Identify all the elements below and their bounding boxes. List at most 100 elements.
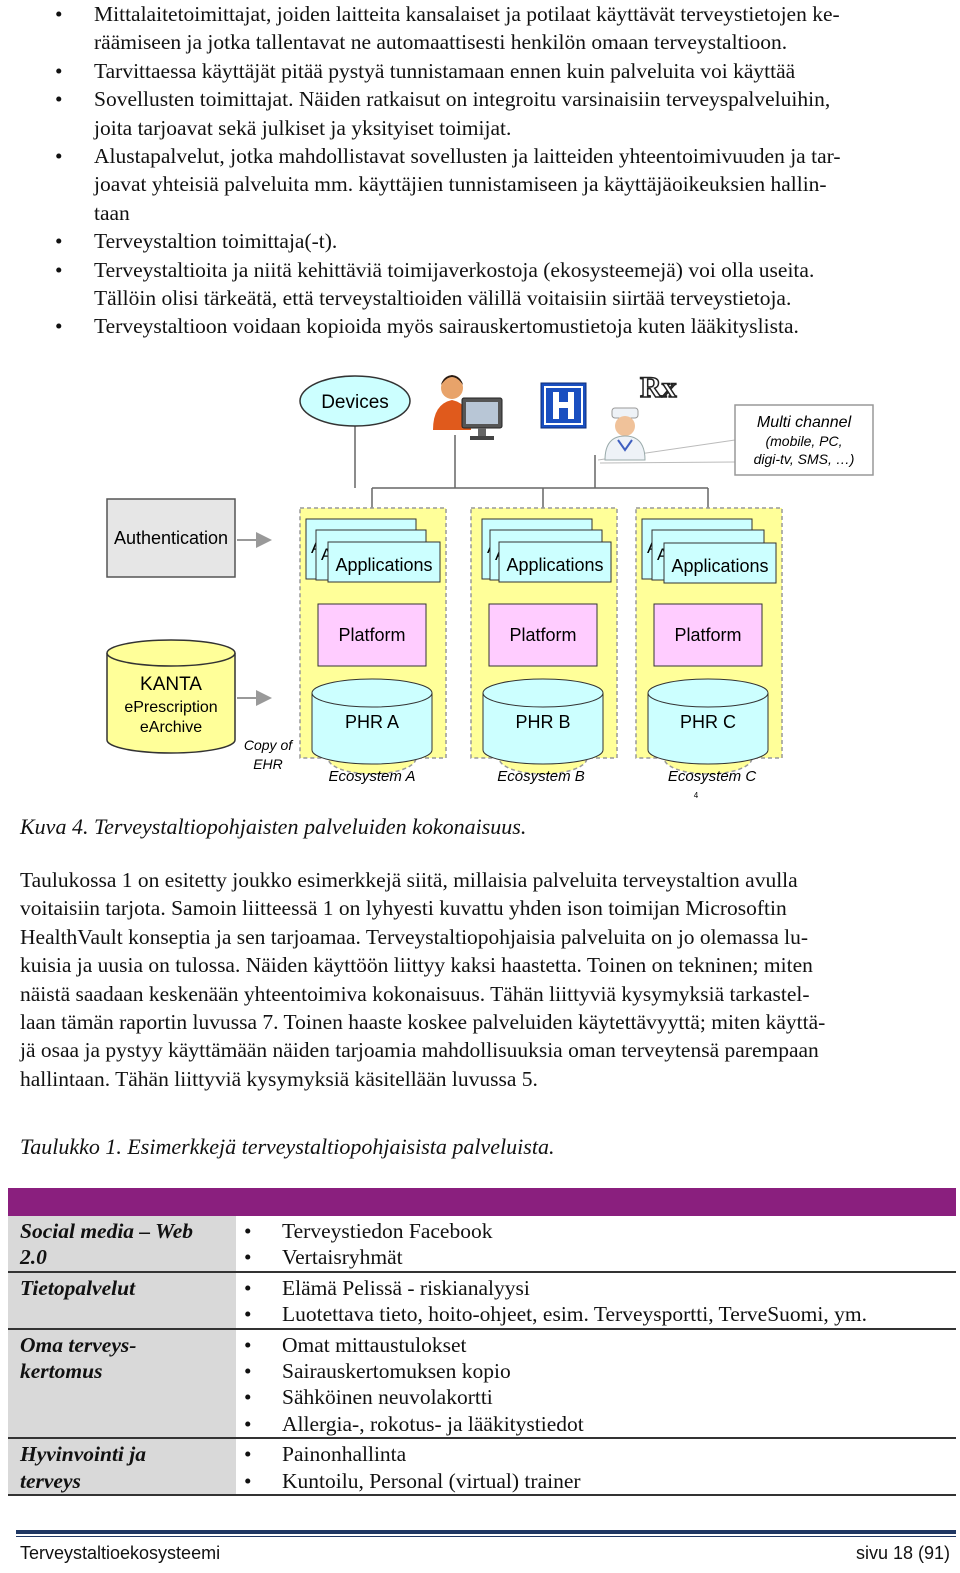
footer-rule — [16, 1536, 956, 1537]
platform-box — [653, 603, 763, 667]
bullet-marker: • — [55, 229, 63, 254]
bullet-marker: • — [55, 314, 63, 339]
table-header-bar — [8, 1188, 956, 1216]
bullet-marker: • — [244, 1219, 252, 1243]
list-item: •Sairauskertomuksen kopio — [244, 1359, 511, 1384]
ecosystem-c: A A Applications Platform PHR C Ecosyste… — [635, 507, 783, 785]
connector-lines — [354, 425, 709, 520]
list-item: •Vertaisryhmät — [244, 1245, 403, 1270]
table-row: Oma terveys- kertomus •Omat mittaustulok… — [8, 1329, 956, 1440]
platform-box — [317, 603, 427, 667]
ecosystem-b: A A Applications Platform PHR B Ecosyste… — [470, 507, 618, 785]
figure-footnote: 4 — [694, 791, 699, 800]
table-category: Hyvinvointi ja terveys — [8, 1439, 236, 1495]
copy-of-ehr-label: Copy of — [244, 737, 294, 753]
multichannel-line: digi-tv, SMS, …) — [754, 451, 855, 467]
table-row: Social media – Web 2.0 •Terveystiedon Fa… — [8, 1216, 956, 1273]
person-computer-icon — [433, 375, 503, 440]
phr-database-top — [311, 678, 433, 708]
devices-label: Devices — [321, 392, 389, 413]
applications-label: Applications — [671, 556, 768, 576]
list-item: • Tarvittaessa käyttäjät pitää pystyä tu… — [0, 57, 960, 85]
list-item: •Luotettava tieto, hoito-ohjeet, esim. T… — [244, 1302, 867, 1327]
ecosystem-label: Ecosystem A — [329, 768, 416, 785]
platform-label: Platform — [338, 625, 405, 645]
applications-box — [327, 541, 441, 583]
list-item: •Sähköinen neuvolakortti — [244, 1385, 493, 1410]
platform-label: Platform — [509, 625, 576, 645]
list-item: • Terveystaltion toimittaja(-t). — [0, 227, 960, 255]
applications-label: Applications — [335, 555, 432, 575]
phr-label: PHR B — [515, 712, 570, 732]
phr-database — [482, 693, 604, 765]
phr-database-top — [482, 678, 604, 708]
multichannel-line: (mobile, PC, — [765, 433, 842, 449]
page-number: sivu 18 (91) — [855, 1543, 950, 1563]
callout-line — [599, 461, 736, 464]
figure-caption: Kuva 4. Terveystaltiopohjaisten palvelui… — [20, 814, 527, 839]
table-row: Hyvinvointi ja terveys •Painonhallinta •… — [8, 1439, 956, 1497]
list-item: •Allergia-, rokotus- ja lääkitystiedot — [244, 1411, 584, 1436]
list-item: •Omat mittaustulokset — [244, 1332, 467, 1357]
kanta-label: ePrescription — [124, 699, 217, 716]
phr-label: PHR C — [680, 712, 736, 732]
list-item: • Alustapalvelut, jotka mahdollistavat s… — [55, 144, 841, 225]
footer-rule — [16, 1530, 956, 1534]
list-item: • Terveystaltioita ja niitä kehittäviä t… — [55, 257, 815, 311]
table-category: Tietopalvelut — [8, 1272, 236, 1328]
table-items: •Elämä Pelissä - riskianalyysi •Luotetta… — [236, 1273, 956, 1328]
table-items: •Omat mittaustulokset •Sairauskertomukse… — [236, 1330, 956, 1438]
kanta-label: eArchive — [140, 719, 202, 736]
list-item: • Sovellusten toimittajat. Näiden ratkai… — [55, 87, 831, 140]
phr-database-top — [647, 678, 769, 708]
table-category: Oma terveys- kertomus — [8, 1329, 236, 1438]
list-item: •Painonhallinta — [244, 1442, 407, 1467]
table-items: •Painonhallinta •Kuntoilu, Personal (vir… — [236, 1439, 956, 1494]
bullet-marker: • — [244, 1385, 252, 1410]
applications-box — [663, 542, 777, 584]
list-item: •Terveystiedon Facebook — [244, 1219, 493, 1243]
rx-icon: Rx — [639, 370, 677, 405]
table-items: •Terveystiedon Facebook •Vertaisryhmät — [236, 1216, 956, 1271]
bullet-marker: • — [244, 1359, 252, 1384]
authentication-label: Authentication — [114, 528, 228, 548]
applications-label: Applications — [506, 555, 603, 575]
bullet-marker: • — [244, 1332, 252, 1357]
list-item: •Elämä Pelissä - riskianalyysi — [244, 1275, 530, 1300]
bullet-marker: • — [55, 144, 63, 169]
copy-of-ehr-label: EHR — [253, 756, 283, 772]
phr-database — [311, 693, 433, 765]
list-item: •Kuntoilu, Personal (virtual) trainer — [244, 1468, 581, 1493]
kanta-database — [106, 639, 236, 754]
bullet-marker: • — [244, 1245, 252, 1270]
bullet-marker: • — [55, 257, 63, 282]
list-item: • Mittalaitetoimittajat, joiden laitteit… — [55, 2, 840, 55]
platform-box — [488, 603, 598, 667]
ecosystem-diagram: Devices Rx Multi channel (mobile, PC, di… — [106, 370, 874, 800]
multichannel-line: Multi channel — [757, 414, 852, 431]
bullet-list: • Mittalaitetoimittajat, joiden laitteit… — [0, 0, 960, 341]
pharmacist-icon — [604, 407, 646, 461]
bullet-marker: • — [55, 58, 63, 83]
bullet-marker: • — [244, 1275, 252, 1300]
ecosystem-label: Ecosystem C — [668, 768, 757, 785]
bullet-marker: • — [244, 1468, 252, 1493]
phr-label: PHR A — [345, 712, 399, 732]
ecosystem-label: Ecosystem B — [497, 768, 585, 785]
platform-label: Platform — [674, 625, 741, 645]
hospital-icon — [540, 382, 587, 429]
authentication-box — [106, 498, 236, 578]
kanta-label: KANTA — [140, 674, 202, 695]
applications-box — [498, 541, 612, 583]
body-paragraph: Taulukossa 1 on esitetty joukko esimerkk… — [20, 868, 826, 1091]
rx-symbol: Rx — [640, 371, 677, 404]
multichannel-box — [734, 404, 874, 476]
devices-ellipse — [299, 375, 411, 427]
bullet-marker: • — [244, 1442, 252, 1467]
bullet-marker: • — [244, 1302, 252, 1327]
table-category: Social media – Web 2.0 — [8, 1216, 236, 1271]
table-row: Tietopalvelut •Elämä Pelissä - riskianal… — [8, 1272, 956, 1330]
services-table: Social media – Web 2.0 •Terveystiedon Fa… — [8, 1188, 956, 1497]
table-caption: Taulukko 1. Esimerkkejä terveystaltiopoh… — [20, 1134, 555, 1159]
ecosystem-a: A A Applications Platform PHR A Ecosyste… — [299, 507, 447, 785]
